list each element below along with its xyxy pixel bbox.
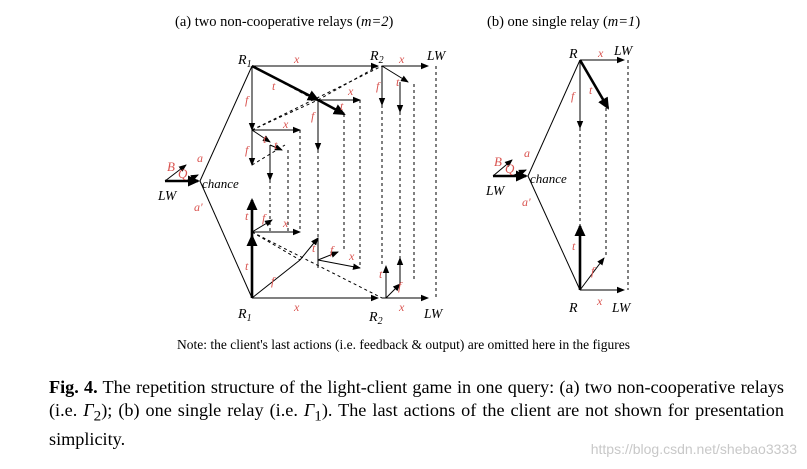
caption-gamma1-sub: 1: [314, 407, 322, 425]
title-a: (a) two non-cooperative relays (m=2): [175, 14, 394, 30]
caption-text-1: The repetition structure of the light-cl…: [49, 377, 784, 420]
label-lw-top: LW: [426, 48, 447, 63]
label-x-3: x: [347, 84, 354, 98]
label-q-a: Q: [178, 166, 188, 181]
label-f-1: f: [245, 93, 250, 107]
label-f-6: f: [271, 274, 276, 288]
labels-a: R1 R2 LW R1 R2 LW chance LW B Q a a' x x…: [157, 48, 447, 327]
label-r-top: R: [568, 47, 578, 62]
label-t-3: t: [396, 75, 400, 89]
label-x-8: x: [398, 300, 405, 314]
label-lw-bottom: LW: [423, 306, 444, 321]
figure-note: Note: the client's last actions (i.e. fe…: [176, 337, 631, 352]
label-r1-bottom: R1: [237, 307, 252, 324]
label-t-b1: t: [589, 83, 593, 97]
label-r1-top: R1: [237, 53, 252, 70]
label-f-3: f: [376, 79, 381, 93]
caption-text-2: ); (b) one single relay (i.e.: [101, 400, 304, 420]
label-x-2: x: [398, 52, 405, 66]
label-t-7: t: [245, 259, 249, 273]
label-f-4: f: [245, 143, 250, 157]
label-x-5: x: [282, 216, 289, 230]
label-lw-top-b: LW: [613, 43, 634, 58]
label-lw-left-a: LW: [157, 188, 178, 203]
label-x-b1: x: [597, 46, 604, 60]
label-t-1: t: [272, 79, 276, 93]
label-r2-bottom: R2: [368, 310, 383, 327]
label-x-6: x: [348, 249, 355, 263]
label-f-2: f: [311, 109, 316, 123]
label-t-4: t: [263, 132, 267, 146]
watermark: https://blog.csdn.net/shebao3333: [590, 441, 797, 457]
caption-gamma2: Γ: [83, 400, 94, 420]
title-b: (b) one single relay (m=1): [487, 14, 640, 30]
label-r2-top: R2: [369, 49, 384, 66]
figure-caption: Fig. 4. The repetition structure of the …: [49, 376, 784, 451]
label-lw-left-b: LW: [485, 183, 506, 198]
labels-b: R LW R LW chance LW B Q a a' x t f t f x: [485, 43, 634, 316]
diagram-b: [492, 56, 629, 294]
label-x-b2: x: [596, 294, 603, 308]
label-a-prime-b: a': [522, 195, 531, 209]
caption-text-3: ). The last actions of the client are no…: [49, 400, 784, 449]
label-t-8: t: [312, 241, 316, 255]
label-q-b: Q: [505, 161, 515, 176]
label-chance-a: chance: [202, 176, 239, 191]
diagram-a: [164, 62, 437, 302]
label-lw-bottom-b: LW: [611, 300, 632, 315]
label-f-b2: f: [591, 264, 596, 278]
label-t-6: t: [245, 209, 249, 223]
label-f-b1: f: [571, 89, 576, 103]
label-t-5: t: [274, 138, 278, 152]
label-t-b2: t: [572, 239, 576, 253]
label-t-9: t: [379, 267, 383, 281]
label-b-a: B: [167, 159, 175, 174]
label-a-b: a: [524, 146, 530, 160]
label-chance-b: chance: [530, 171, 567, 186]
label-x-7: x: [293, 300, 300, 314]
label-r-bottom: R: [568, 301, 578, 316]
label-f-7: f: [330, 243, 335, 257]
label-a-a: a: [197, 151, 203, 165]
label-b-b: B: [494, 154, 502, 169]
label-f-8: f: [398, 279, 403, 293]
label-f-5: f: [262, 211, 267, 225]
game-tree-figure: (a) two non-cooperative relays (m=2) (b)…: [157, 14, 640, 327]
caption-fig-label: Fig. 4.: [49, 377, 98, 397]
label-x-1: x: [293, 52, 300, 66]
label-x-4: x: [282, 117, 289, 131]
caption-gamma2-sub: 2: [93, 407, 102, 425]
label-a-prime-a: a': [194, 200, 203, 214]
label-t-2: t: [340, 99, 344, 113]
caption-gamma1: Γ: [303, 400, 315, 420]
